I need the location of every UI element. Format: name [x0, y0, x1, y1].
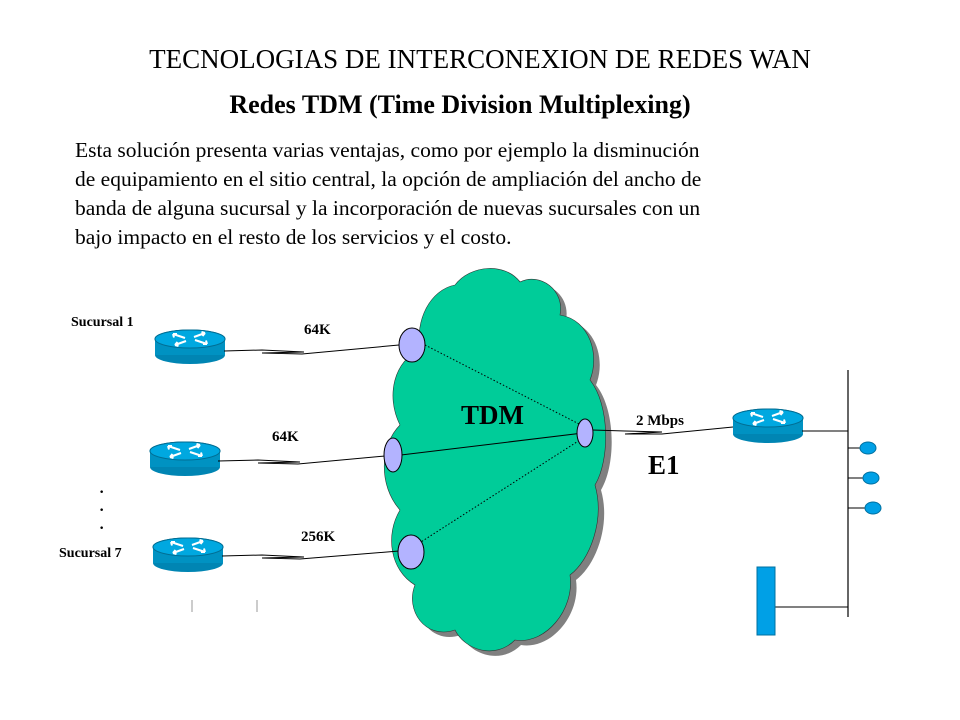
- router-sucursal-7[interactable]: [152, 537, 224, 573]
- description-line: bajo impacto en el resto de los servicio…: [75, 225, 512, 249]
- router-sucursal-1[interactable]: [154, 329, 226, 365]
- serial-link-1: [223, 344, 400, 355]
- tdm-cloud: [384, 268, 606, 652]
- slide-subtitle: Redes TDM (Time Division Multiplexing): [229, 90, 691, 119]
- internal-link-1: [424, 344, 584, 427]
- description-line: Esta solución presenta varias ventajas, …: [75, 138, 700, 162]
- cloud-label: TDM: [461, 400, 524, 430]
- hub-port: [576, 418, 594, 448]
- central-link-speed: 2 Mbps: [636, 413, 684, 429]
- serial-link-2: [217, 455, 386, 465]
- central-link-type: E1: [648, 450, 680, 480]
- router-central[interactable]: [732, 408, 804, 444]
- ellipsis-dot: ·: [99, 502, 104, 519]
- lan-host[interactable]: [859, 441, 877, 455]
- e1-link: [591, 426, 734, 435]
- link-speed-label: 256K: [301, 529, 336, 545]
- lan-server[interactable]: [756, 566, 776, 636]
- port-1: [398, 327, 426, 363]
- slide-title: TECNOLOGIAS DE INTERCONEXION DE REDES WA…: [149, 44, 811, 74]
- router-sucursal-2[interactable]: [149, 441, 221, 477]
- serial-link-3: [221, 550, 400, 560]
- description-line: banda de alguna sucursal y la incorporac…: [75, 196, 701, 220]
- ellipsis-dot: ·: [99, 484, 104, 501]
- branch-label-bottom: Sucursal 7: [59, 546, 122, 561]
- lan-host[interactable]: [862, 471, 880, 485]
- description-line: de equipamiento en el sitio central, la …: [75, 167, 702, 191]
- description-paragraph: Esta solución presenta varias ventajas, …: [75, 136, 865, 252]
- internal-link-3: [409, 437, 584, 550]
- branch-label-top: Sucursal 1: [71, 315, 134, 330]
- port-2: [383, 437, 403, 473]
- internal-link-2: [400, 432, 584, 456]
- port-3: [397, 534, 425, 570]
- link-speed-label: 64K: [272, 429, 299, 445]
- ellipsis-dot: ·: [99, 520, 104, 537]
- lan-host[interactable]: [864, 501, 882, 515]
- link-speed-label: 64K: [304, 322, 331, 338]
